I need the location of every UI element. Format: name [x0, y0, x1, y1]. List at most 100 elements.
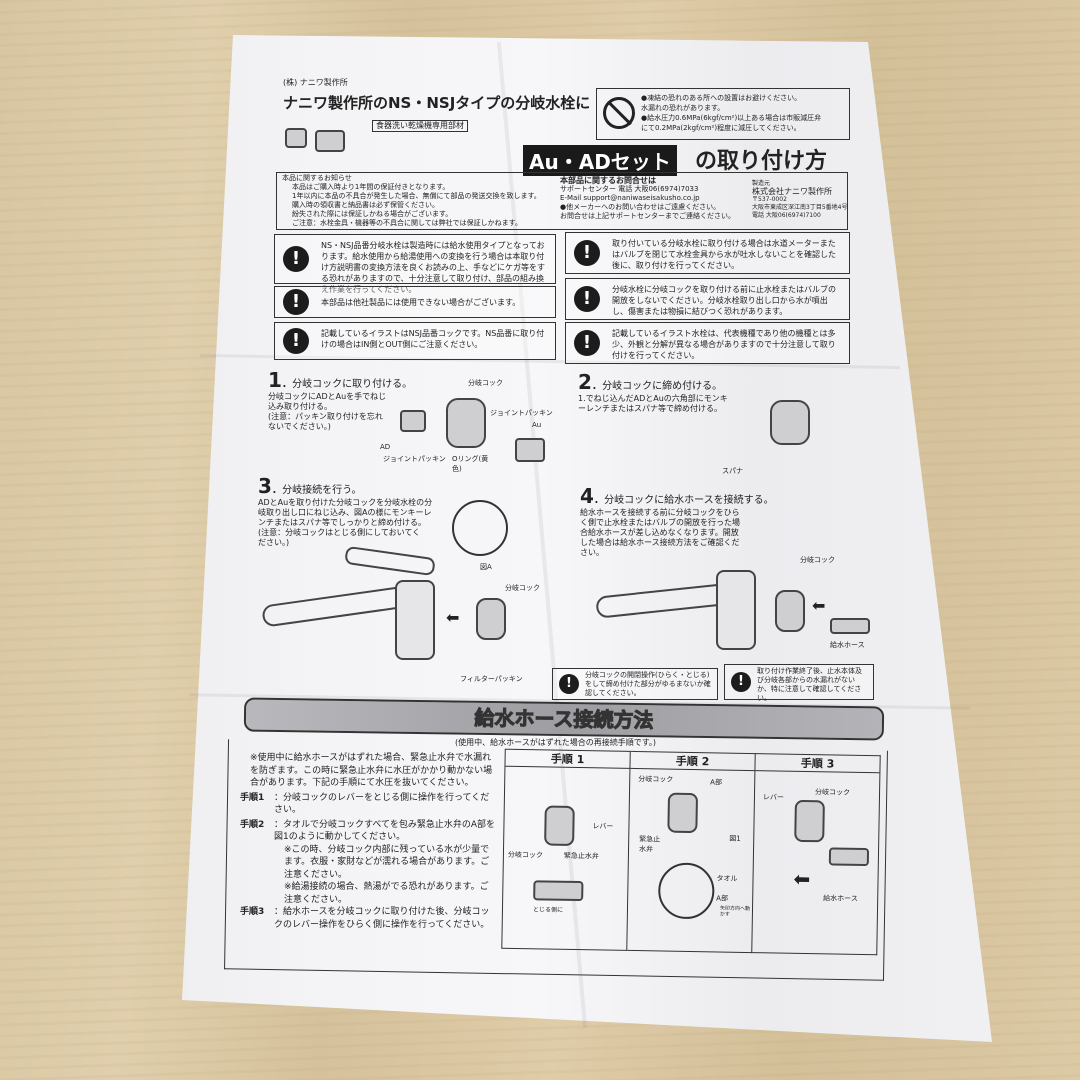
valve-detail-illustration: [533, 880, 584, 902]
maker-name: 株式会社ナニワ製作所: [752, 187, 832, 196]
support-email: E-Mail support@naniwaseisakusho.co.jp: [560, 194, 700, 202]
procedure-1: 手順1 ：分岐コックのレバーをとじる側に操作を行ってください。: [240, 792, 496, 817]
arrow-left-icon: ⬅: [793, 866, 811, 892]
procedure-text: ：タオルで分岐コックすべてを包み緊急止水弁のA部を図1のように動かしてください。: [274, 819, 495, 843]
branch-cock-illustration: [476, 598, 506, 640]
notice-line: ご注意：水栓金具・機器等の不具合に関しては弊社では保証しかねます。: [292, 219, 522, 227]
branch-cock-wrench-illustration: [770, 400, 810, 445]
notice-line: 紛失された際には保証しかねる場合がございます。: [292, 210, 453, 218]
warning-text: 取り付いている分岐水栓に取り付ける場合は水道メーターまたはバルブを閉じて水栓金具…: [612, 239, 836, 270]
supply-hose-illustration: [828, 847, 870, 867]
caution-item: ! 取り付け作業終了後、止水本体及び分岐各部からの水漏れがないか、特に注意して確認…: [724, 664, 874, 702]
title-suffix: の取り付け方: [695, 149, 828, 174]
part-label: 矢印方向へ動かす: [719, 905, 751, 918]
warning-text: 本部品は他社製品には使用できない場合がございます。: [321, 298, 521, 307]
warning-text: 記載しているイラスト水栓は、代表機種であり他の機種とは多少、外観と分解が異なる場…: [612, 329, 836, 360]
figure-a-detail: [452, 500, 508, 556]
product-notice: 本品に関するお知らせ 本品はご購入時より1年間の保証付きとなります。 1年以内に…: [282, 174, 541, 228]
adapter-ad-illustration: [285, 128, 307, 148]
warning-item: !記載しているイラストはNSJ品番コックです。NS品番に取り付けの場合はIN側と…: [274, 322, 556, 360]
panel-step-1: 手順 1 レバー 分岐コック 緊急止水弁 とじる側に: [501, 748, 631, 951]
page-title: ナニワ製作所のNS・NSJタイプの分岐水栓に: [283, 94, 591, 112]
step-body: 給水ホースを接続する前に分岐コックをひらく側で止水栓またはバルブの開放を行った場…: [580, 508, 740, 557]
part-label: 分岐コック: [507, 850, 543, 860]
part-label: Au: [532, 421, 542, 429]
step-number: 1: [268, 368, 282, 392]
procedure-note: ※給湯接続の場合、熱湯がでる恐れがあります。ご注意ください。: [284, 882, 489, 905]
part-label: レバー: [762, 793, 785, 802]
procedure-label: 手順1: [240, 792, 265, 803]
part-label: Oリング(黄色): [452, 455, 489, 473]
procedure-2: 手順2 ：タオルで分岐コックすべてを包み緊急止水弁のA部を図1のように動かしてくだ…: [240, 819, 496, 844]
supply-hose-illustration: [830, 618, 870, 634]
warning-item: !取り付いている分岐水栓に取り付ける場合は水道メーターまたはバルブを閉じて水栓金…: [565, 232, 850, 274]
warning-text: 記載しているイラストはNSJ品番コックです。NS品番に取り付けの場合はIN側とO…: [321, 329, 545, 349]
part-label: 図1: [729, 834, 741, 843]
part-label: 分岐コック: [505, 584, 540, 592]
part-label: ジョイントパッキン: [383, 455, 446, 463]
part-label: ジョイントパッキン: [490, 409, 553, 417]
branch-cock-illustration: [667, 792, 699, 834]
notice-line: 購入時の領収書と納品書は必ず保管ください。: [292, 201, 439, 209]
step-body: 1.でねじ込んだADとAuの六角部にモンキーレンチまたはスパナ等で締め付ける。: [578, 394, 728, 413]
part-label: 分岐コック: [814, 788, 851, 797]
step-title: 分岐接続を行う。: [282, 485, 362, 496]
warning-item: !NS・NSJ品番分岐水栓は製造時には給水使用タイプとなっております。給水使用か…: [274, 234, 556, 294]
notice-title: 本品に関するお知らせ: [282, 174, 352, 182]
part-label: スパナ: [722, 467, 743, 475]
figure-1-detail: [657, 862, 715, 920]
faucet-body-illustration: [395, 580, 435, 660]
part-label: 給水ホース: [830, 641, 865, 649]
step-title: 分岐コックに取り付ける。: [292, 379, 413, 390]
notice-line: 1年以内に本品の不具合が発生した場合、無償にて部品の発送交換を致します。: [292, 192, 541, 200]
part-label: タオル: [716, 874, 738, 883]
subtitle-tag: 食器洗い乾燥機専用部材: [372, 120, 468, 132]
product-badge: Au・ADセット: [523, 145, 677, 176]
prohibition-notice: ●凍結の恐れのある所への設置はお避けください。 水漏れの恐れがあります。 ●給水…: [596, 88, 850, 140]
step-number: 4: [580, 484, 594, 508]
maker-address: 〒537-0002: [752, 196, 787, 203]
part-label: A部: [716, 894, 729, 903]
procedure-note: ※この時、分岐コック内部に残っている水が少量でます。衣服・家財などが濡れる場合が…: [284, 844, 490, 880]
step-2: 2. 分岐コックに締め付ける。 1.でねじ込んだADとAuの六角部にモンキーレン…: [578, 370, 728, 413]
notice-line: ●給水圧力0.6MPa(6kgf/cm²)以上ある場合は市販減圧弁: [641, 114, 822, 122]
branch-cock-illustration: [794, 799, 825, 843]
step-note: (注意：パッキン取り付けを忘れないでください。): [268, 412, 383, 431]
notice-line: 本品はご購入時より1年間の保証付きとなります。: [292, 183, 450, 191]
part-label: A部: [710, 778, 723, 787]
adapter-au-illustration: [315, 130, 345, 152]
contact-note: ●他メーカーへのお問い合わせはご遠慮ください。: [560, 203, 721, 211]
procedure-text: ：給水ホースを分岐コックに取り付けた後、分岐コックのレバー操作をひらく側に操作を…: [274, 907, 490, 930]
caution-text: 取り付け作業終了後、止水本体及び分岐各部からの水漏れがないか、特に注意して確認し…: [757, 667, 862, 702]
section-subtitle: (使用中、給水ホースがはずれた場合の再接続手順です。): [455, 738, 657, 747]
step-number: 2: [578, 370, 592, 394]
warning-text: NS・NSJ品番分岐水栓は製造時には給水使用タイプとなっております。給水使用から…: [321, 241, 545, 294]
warning-item: !本部品は他社製品には使用できない場合がございます。: [274, 286, 556, 318]
part-label: 分岐コック: [468, 379, 503, 387]
section-title: 給水ホース接続方法: [474, 705, 654, 733]
exclamation-icon: !: [574, 330, 600, 356]
step-body: ADとAuを取り付けた分岐コックを分岐水栓の分岐取り出し口にねじ込み、図Aの様に…: [258, 498, 433, 527]
contact-note: お問合せは上記サポートセンターまでご連絡ください。: [560, 212, 735, 220]
panel-title: 手順 2: [630, 751, 755, 772]
procedure-text: ：分岐コックのレバーをとじる側に操作を行ってください。: [274, 792, 490, 816]
prohibited-icon: [603, 97, 635, 129]
panel-title: 手順 1: [505, 749, 630, 769]
procedure-label: 手順2: [240, 819, 265, 830]
step-4: 4. 分岐コックに給水ホースを接続する。 給水ホースを接続する前に分岐コックをひ…: [580, 484, 774, 557]
ad-part-illustration: [400, 410, 426, 432]
step-body: 分岐コックにADとAuを手でねじ込み取り付ける。: [268, 392, 387, 411]
procedure-3: 手順3：給水ホースを分岐コックに取り付けた後、分岐コックのレバー操作をひらく側に…: [240, 906, 496, 931]
part-label: 給水ホース: [823, 894, 858, 903]
part-label: 分岐コック: [800, 556, 835, 564]
exclamation-icon: !: [559, 674, 579, 694]
step-number: 3: [258, 474, 272, 498]
company-name: (株) ナニワ製作所: [283, 78, 348, 87]
part-label: AD: [380, 443, 391, 451]
part-label: とじる側に: [532, 906, 564, 914]
exclamation-icon: !: [731, 672, 751, 692]
warning-text: 分岐水栓に分岐コックを取り付ける前に止水栓またはバルブの開放をしないでください。…: [612, 285, 836, 316]
part-label: 緊急止水弁: [563, 851, 599, 861]
step-title: 分岐コックに締め付ける。: [602, 381, 723, 392]
